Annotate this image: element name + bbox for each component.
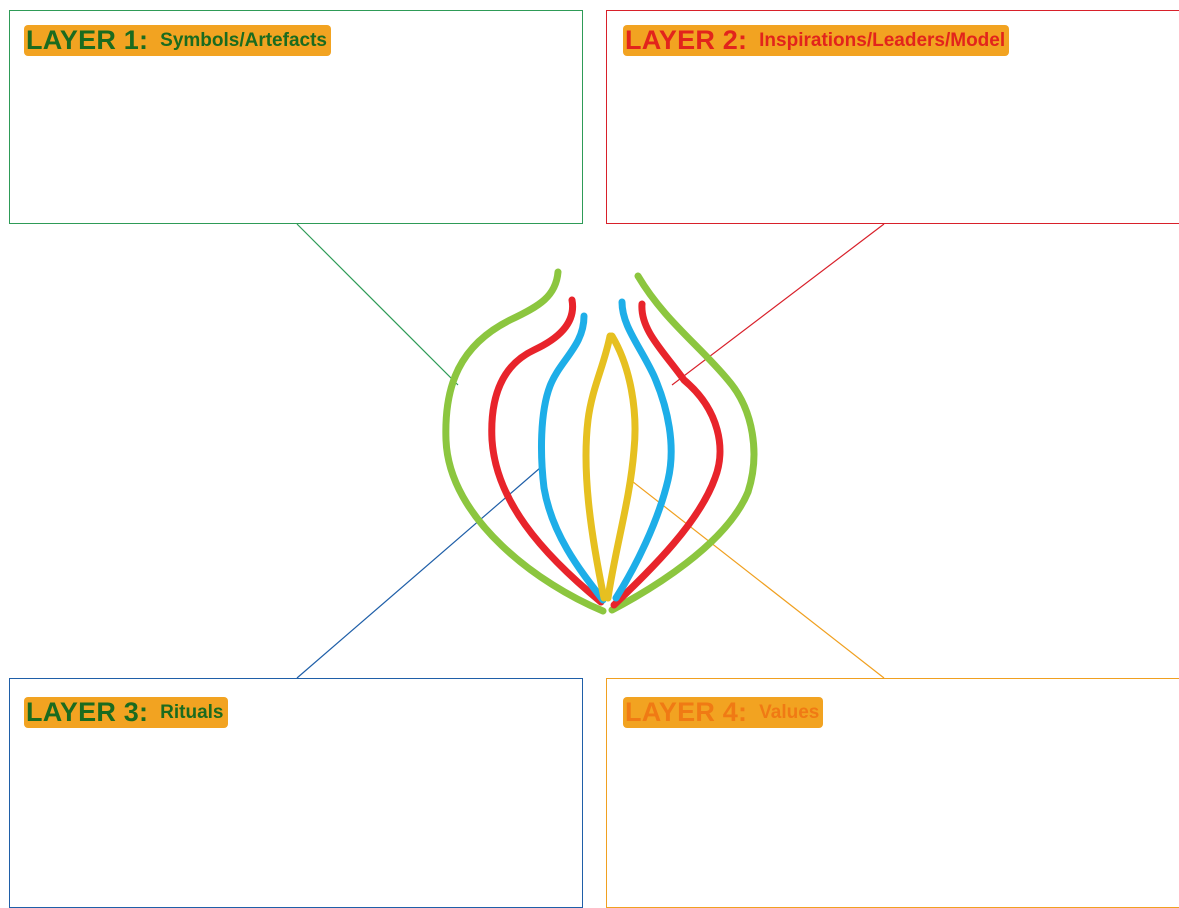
layer-1-name: Symbols/Artefacts: [160, 30, 327, 51]
onion-icon: [442, 268, 758, 615]
connector-layer-1: [296, 223, 459, 386]
layer-4-name: Values: [759, 702, 820, 723]
layer-1-number: LAYER 1:: [26, 25, 149, 55]
onion-third-layer-left: [538, 312, 607, 604]
layer-1-title: LAYER 1: Symbols/Artefacts: [24, 25, 331, 56]
layer-3-name: Rituals: [160, 702, 224, 723]
layer-2-number: LAYER 2:: [625, 25, 748, 55]
onion-core-left: [582, 332, 614, 602]
onion-outer-layer-left: [442, 268, 607, 615]
layer-4-title: LAYER 4: Values: [623, 697, 824, 728]
onion-core-right: [604, 332, 639, 602]
layer-2-box: LAYER 2: Inspirations/Leaders/Model: [606, 10, 1179, 224]
layer-2-title: LAYER 2: Inspirations/Leaders/Model: [623, 25, 1010, 56]
onion-second-layer-left: [488, 296, 605, 606]
layer-4-number: LAYER 4:: [625, 697, 748, 727]
layer-3-title: LAYER 3: Rituals: [24, 697, 228, 728]
layer-3-box: LAYER 3: Rituals: [9, 678, 583, 908]
layer-4-box: LAYER 4: Values: [606, 678, 1179, 908]
layer-2-name: Inspirations/Leaders/Model: [759, 30, 1006, 51]
layer-1-box: LAYER 1: Symbols/Artefacts: [9, 10, 583, 224]
layer-3-number: LAYER 3:: [26, 697, 149, 727]
onion-second-layer-right: [610, 300, 724, 609]
onion-third-layer-right: [612, 298, 675, 602]
connector-layer-3: [296, 467, 541, 679]
connector-layer-4: [627, 477, 885, 679]
connector-layer-2: [671, 223, 885, 386]
onion-outer-layer-right: [608, 272, 758, 614]
